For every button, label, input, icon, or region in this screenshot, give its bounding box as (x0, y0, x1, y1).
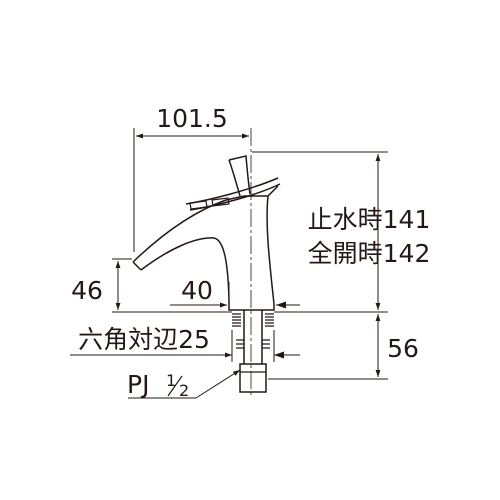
dim-56: 56 (375, 314, 419, 377)
dim-40: 40 (170, 276, 300, 309)
spout-height-label: 46 (71, 276, 103, 305)
tail-piece (239, 363, 267, 393)
open-height-label: 全開時142 (308, 239, 431, 268)
dim-hex-25: 六角対辺25 (70, 325, 300, 362)
dim-141-142: 止水時141 全開時142 (308, 154, 431, 310)
thread-denominator: 2 (179, 381, 189, 400)
lever-handle (185, 155, 281, 211)
faucet-body (132, 185, 279, 311)
extension-lines (112, 128, 388, 380)
dim-101-5: 101.5 (136, 104, 249, 139)
shank-thread (232, 310, 274, 364)
hex-width-label: 六角対辺25 (78, 325, 210, 354)
thread-numerator: 1 (166, 371, 176, 390)
dim-46: 46 (71, 261, 121, 310)
spout-reach-label: 101.5 (156, 104, 228, 133)
thread-prefix-label: PJ (127, 370, 149, 399)
thread-leader: PJ 1 2 (127, 369, 241, 400)
shank-length-label: 56 (387, 334, 419, 363)
stopped-height-label: 止水時141 (308, 205, 431, 234)
base-width-label: 40 (181, 276, 213, 305)
